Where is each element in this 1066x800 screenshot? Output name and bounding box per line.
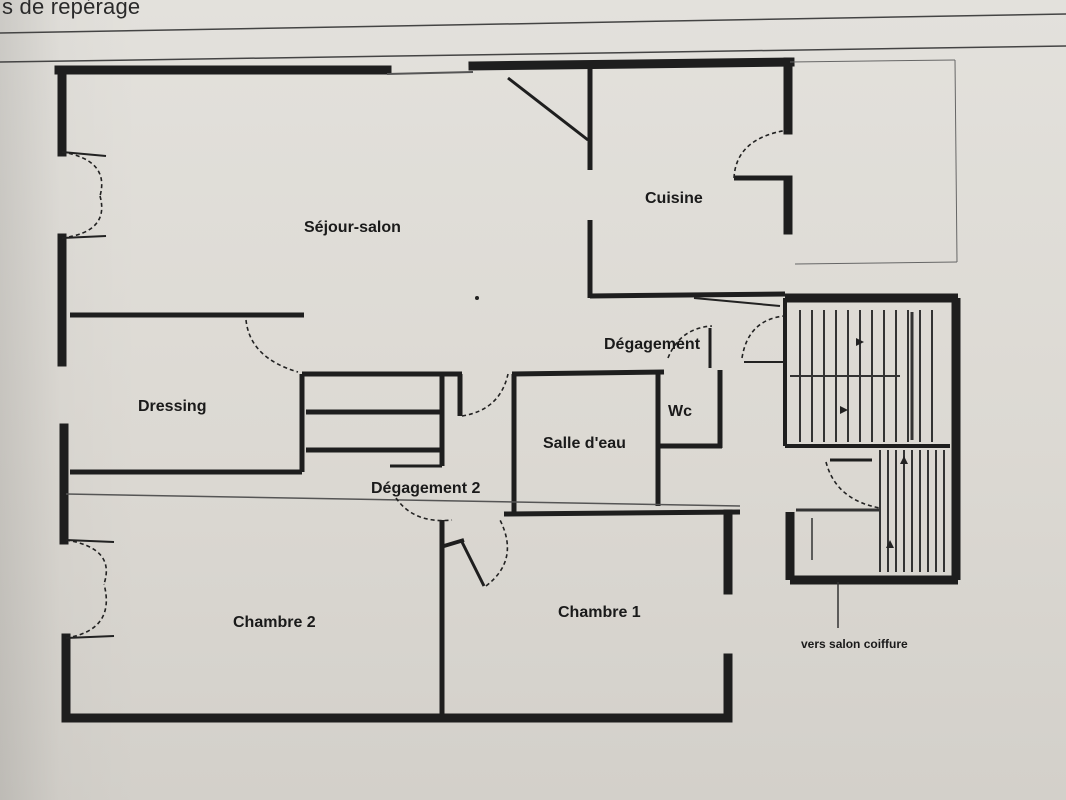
stairs-note: vers salon coiffure	[801, 637, 908, 651]
stairs-inner	[783, 298, 950, 462]
stair-treads-upper	[790, 310, 933, 442]
room-label-cuisine: Cuisine	[645, 190, 703, 207]
wc-walls	[660, 328, 723, 449]
closet-walls	[302, 371, 463, 468]
room-label-degagement: Dégagement	[604, 336, 701, 353]
terrace-outline	[789, 59, 958, 265]
door-swings	[61, 129, 881, 639]
room-label-dressing: Dressing	[138, 398, 207, 415]
room-label-degagement-2: Dégagement 2	[371, 480, 481, 497]
stair-treads-lower	[796, 450, 945, 572]
dressing-walls	[70, 312, 305, 475]
room-label-salle-deau: Salle d'eau	[543, 435, 626, 452]
cuisine-walls	[507, 66, 790, 299]
floor-dot	[475, 296, 479, 300]
chambre-walls	[439, 509, 741, 718]
room-label-wc: Wc	[668, 403, 692, 420]
salle-deau-walls	[511, 369, 665, 514]
room-label-chambre-1: Chambre 1	[558, 604, 641, 621]
header-rule-bottom	[0, 45, 1066, 63]
stairs-walls	[785, 293, 961, 585]
page-header: s de repérage	[2, 0, 141, 19]
stair-arrows	[840, 338, 908, 548]
door-leaves	[61, 151, 786, 639]
corridor-line	[65, 493, 741, 507]
window-top	[386, 71, 474, 75]
room-label-chambre-2: Chambre 2	[233, 614, 316, 631]
outer-walls	[54, 57, 795, 723]
room-label-sejour: Séjour-salon	[304, 219, 401, 236]
header-rule-top	[0, 13, 1066, 34]
